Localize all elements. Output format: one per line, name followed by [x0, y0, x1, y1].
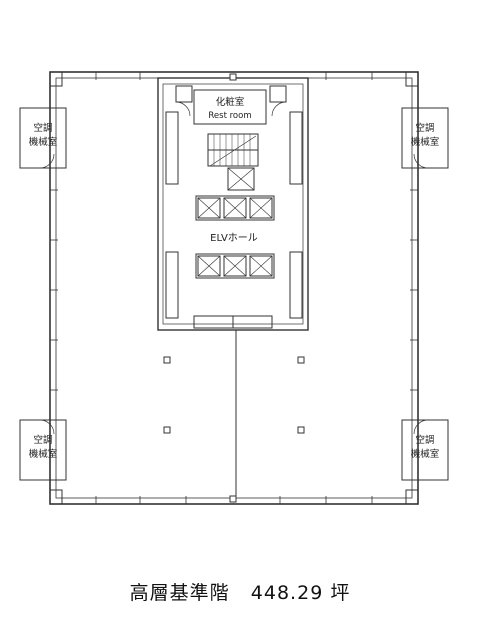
mech-room-sw-line1: 空調 — [33, 434, 52, 446]
floor-area-unit: 坪 — [330, 582, 351, 604]
inner-wall — [55, 77, 413, 499]
mech-room-sw-line2: 機械室 — [29, 448, 58, 460]
elevator-lower-2 — [223, 255, 247, 277]
outer-wall — [49, 71, 419, 505]
corner-ne — [405, 71, 418, 87]
elevator-upper-2 — [223, 197, 247, 219]
elv-hall-label: ELVホール — [210, 232, 258, 244]
floor-name: 高層基準階 — [129, 582, 230, 604]
mech-room-ne-line2: 機械室 — [411, 136, 440, 148]
corner-se — [405, 489, 418, 505]
floor-area-value: 448.29 — [250, 582, 324, 604]
elevator-upper-3 — [249, 197, 273, 219]
corner-nw — [50, 71, 63, 87]
elevator-lower-1 — [197, 255, 221, 277]
mech-room-se-line2: 機械室 — [411, 448, 440, 460]
restroom-box — [193, 89, 267, 125]
columns — [163, 73, 305, 503]
restroom-label-en: Rest room — [208, 111, 251, 121]
mech-room-ne-line1: 空調 — [415, 122, 434, 134]
mech-room-nw-line1: 空調 — [33, 122, 52, 134]
corner-sw — [50, 489, 63, 505]
floor-caption: 高層基準階 448.29 坪 — [0, 578, 480, 605]
mech-room-se-line1: 空調 — [415, 434, 434, 446]
mech-room-nw-line2: 機械室 — [29, 136, 58, 148]
restroom-label-ja: 化粧室 — [216, 96, 245, 108]
freight-elevator — [227, 167, 255, 191]
elevator-lower-3 — [249, 255, 273, 277]
window-mullions — [50, 72, 418, 504]
elevator-upper-1 — [197, 197, 221, 219]
